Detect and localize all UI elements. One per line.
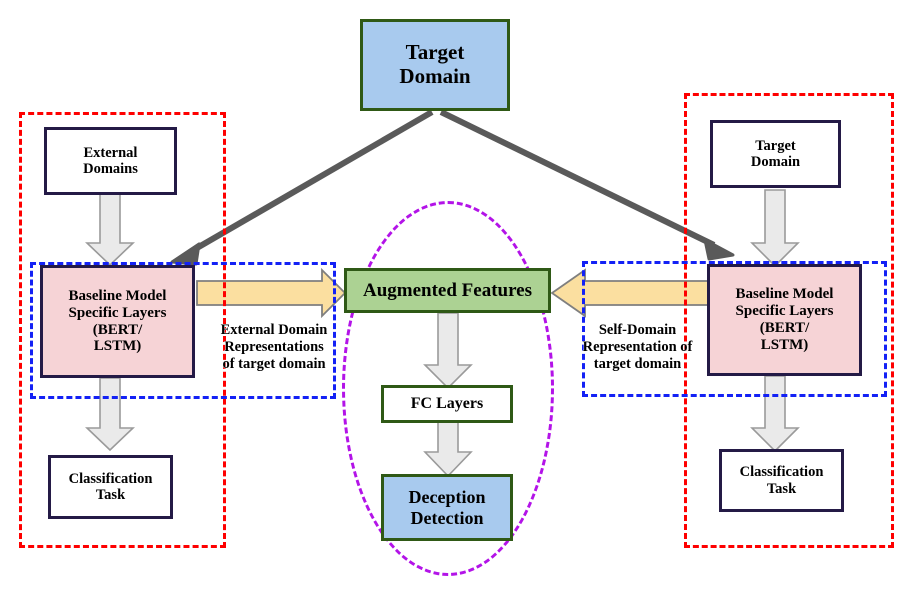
node-baseline-right-label: Baseline Model Specific Layers (BERT/ LS… (735, 286, 834, 353)
node-target-domain-right-label: Target Domain (750, 137, 801, 170)
node-external-domains[interactable]: External Domains (44, 127, 177, 195)
group-box-right-blue (582, 261, 887, 397)
node-target-domain-top[interactable]: Target Domain (360, 19, 510, 111)
node-target-domain-top-label: Target Domain (399, 40, 471, 88)
label-external-representations: External Domain Representations of targe… (220, 322, 328, 373)
node-baseline-left-label: Baseline Model Specific Layers (BERT/ LS… (68, 287, 167, 355)
node-deception-detection-label: Deception Detection (408, 487, 486, 528)
node-classification-left-label: Classification Task (68, 470, 153, 503)
node-external-domains-label: External Domains (83, 144, 138, 177)
node-target-domain-right[interactable]: Target Domain (710, 120, 841, 188)
group-box-left-red (19, 112, 226, 548)
node-augmented-features-label: Augmented Features (362, 279, 533, 301)
label-self-representation: Self-Domain Representation of target dom… (582, 322, 693, 373)
node-classification-left[interactable]: Classification Task (48, 455, 173, 519)
node-baseline-left[interactable]: Baseline Model Specific Layers (BERT/ LS… (40, 265, 195, 378)
node-classification-right[interactable]: Classification Task (719, 449, 844, 512)
node-baseline-right[interactable]: Baseline Model Specific Layers (BERT/ LS… (707, 264, 862, 376)
node-augmented-features[interactable]: Augmented Features (344, 268, 551, 313)
node-deception-detection[interactable]: Deception Detection (381, 474, 513, 541)
node-fc-layers-label: FC Layers (410, 395, 484, 413)
node-fc-layers[interactable]: FC Layers (381, 385, 513, 423)
group-box-right-red (684, 93, 894, 548)
node-classification-right-label: Classification Task (739, 464, 824, 497)
